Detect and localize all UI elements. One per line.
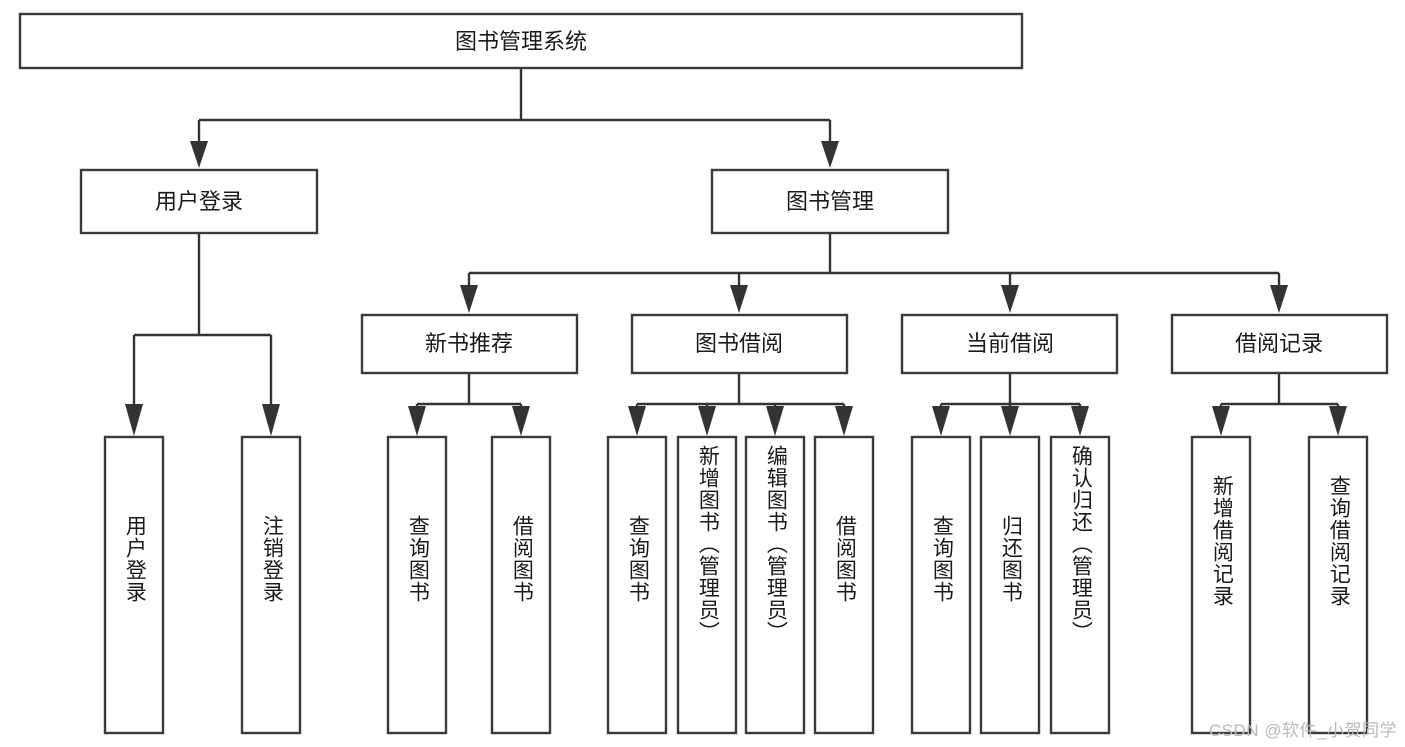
arrow-head-leaf-return-book (1001, 406, 1019, 436)
leaf-query-book-2-box[interactable] (606, 435, 668, 735)
node-borrow-record-box[interactable] (1170, 313, 1389, 375)
node-root-box[interactable] (18, 12, 1024, 70)
leaf-user-logout-box[interactable] (240, 435, 302, 735)
leaf-borrow-book-2-label: 借阅图书 (833, 515, 857, 603)
leaf-add-record-box[interactable] (1190, 435, 1252, 735)
arrow-head-book-borrow (730, 285, 748, 313)
leaf-user-login-box[interactable] (103, 435, 165, 735)
leaf-query-book-3-box[interactable] (910, 435, 972, 735)
leaf-borrow-book-2-box[interactable] (813, 435, 875, 735)
leaf-borrow-book-2-label-wrap: 借阅图书 (815, 437, 873, 733)
arrow-head-leaf-edit-book (766, 406, 784, 436)
leaf-return-book-label-wrap: 归还图书 (981, 437, 1039, 733)
leaf-return-book-box[interactable] (979, 435, 1041, 735)
leaf-confirm-return-label: 确认归还（管理员） (1069, 445, 1093, 643)
leaf-query-book-3-label-wrap: 查询图书 (912, 437, 970, 733)
node-borrow-record-label: 借阅记录 (1235, 331, 1323, 356)
node-current-borrow-box[interactable] (900, 313, 1119, 375)
arrow-head-leaf-query-book-3 (932, 406, 950, 436)
leaf-add-record-label: 新增借阅记录 (1210, 475, 1234, 607)
arrow-head-book-manage (821, 141, 839, 168)
arrow-head-leaf-add-book (698, 406, 716, 436)
arrow-head-leaf-add-record (1212, 406, 1230, 436)
node-layer: 图书管理系统 用户登录 图书管理 新书推荐 图书借阅 当前借阅 借阅记录 (18, 12, 1389, 735)
leaf-query-record-label-wrap: 查询借阅记录 (1309, 437, 1367, 733)
node-new-book-recommend-label: 新书推荐 (425, 331, 513, 356)
csdn-watermark: CSDN @软件_小贺同学 (1208, 721, 1397, 740)
leaf-add-record-label-wrap: 新增借阅记录 (1192, 437, 1250, 733)
leaf-query-book-3-label: 查询图书 (930, 515, 954, 603)
leaf-edit-book-label: 编辑图书（管理员） (764, 445, 788, 643)
arrow-head-leaf-user-login (125, 404, 143, 436)
node-current-borrow-label: 当前借阅 (966, 331, 1054, 356)
node-user-login-box[interactable] (79, 168, 319, 235)
node-book-borrow-box[interactable] (630, 313, 849, 375)
leaf-confirm-return-box[interactable] (1049, 435, 1111, 735)
arrow-head-leaf-query-record (1329, 406, 1347, 436)
arrow-head-leaf-confirm-return (1071, 406, 1089, 436)
leaf-query-record-label: 查询借阅记录 (1327, 475, 1351, 607)
arrow-head-current-borrow (1001, 285, 1019, 313)
leaf-query-book-2-label: 查询图书 (626, 515, 650, 603)
leaf-query-book-1-box[interactable] (386, 435, 448, 735)
leaf-user-logout-label-wrap: 注销登录 (242, 437, 300, 733)
leaf-user-login-label: 用户登录 (123, 515, 147, 603)
leaf-user-login-label-wrap: 用户登录 (105, 437, 163, 733)
leaf-return-book-label: 归还图书 (999, 515, 1023, 603)
arrow-head-user-login (190, 141, 208, 168)
arrow-head-leaf-borrow-book-2 (835, 406, 853, 436)
arrow-head-leaf-user-logout (262, 404, 280, 436)
leaf-query-book-1-label: 查询图书 (406, 515, 430, 603)
leaf-edit-book-label-wrap: 编辑图书（管理员） (746, 437, 804, 733)
arrow-head-new-book-recommend (460, 285, 478, 313)
leaf-user-logout-label: 注销登录 (260, 515, 284, 603)
arrow-head-borrow-record (1270, 285, 1288, 313)
arrow-head-leaf-borrow-book-1 (512, 406, 530, 436)
node-book-manage-box[interactable] (710, 168, 950, 235)
node-book-borrow-label: 图书借阅 (695, 331, 783, 356)
leaf-borrow-book-1-label: 借阅图书 (510, 515, 534, 603)
leaf-edit-book-box[interactable] (744, 435, 806, 735)
node-new-book-recommend-box[interactable] (360, 313, 579, 375)
node-root-label: 图书管理系统 (455, 29, 587, 54)
arrow-head-leaf-query-book-2 (628, 406, 646, 436)
leaf-borrow-book-1-label-wrap: 借阅图书 (492, 437, 550, 733)
node-book-manage-label: 图书管理 (786, 189, 874, 214)
node-user-login-label: 用户登录 (155, 189, 243, 214)
leaf-query-book-2-label-wrap: 查询图书 (608, 437, 666, 733)
leaf-borrow-book-1-box[interactable] (490, 435, 552, 735)
leaf-add-book-label: 新增图书（管理员） (696, 445, 720, 643)
leaf-query-book-1-label-wrap: 查询图书 (388, 437, 446, 733)
leaf-confirm-return-label-wrap: 确认归还（管理员） (1051, 437, 1109, 733)
leaf-query-record-box[interactable] (1307, 435, 1369, 735)
leaf-add-book-box[interactable] (676, 435, 738, 735)
leaf-add-book-label-wrap: 新增图书（管理员） (678, 437, 736, 733)
connector-layer (125, 68, 1347, 436)
arrow-head-leaf-query-book-1 (408, 406, 426, 436)
